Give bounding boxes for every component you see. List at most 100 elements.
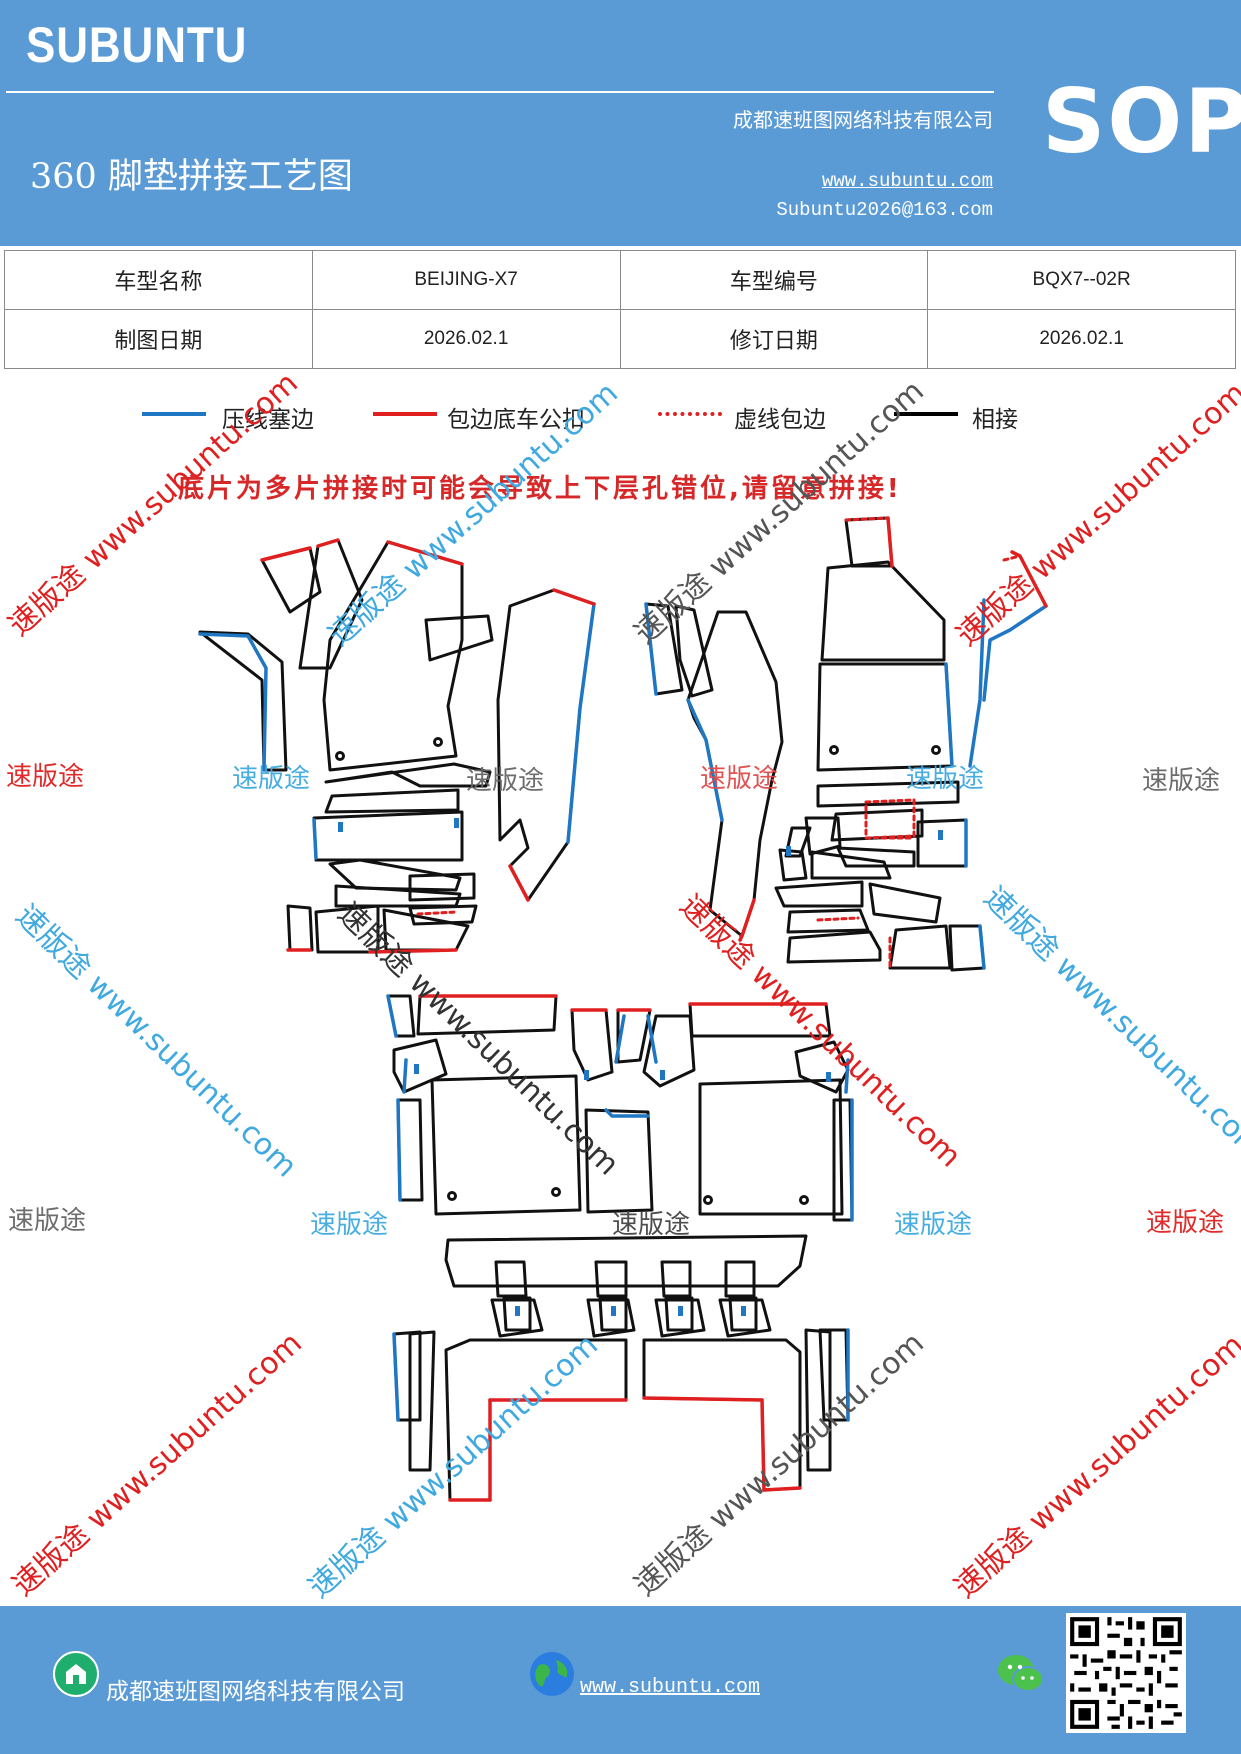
clip-slot [454,818,459,828]
edge-red-dotted [844,516,890,522]
edge-blue [392,1332,400,1422]
legend-label: 虚线包边 [734,407,826,433]
mat-piece [424,614,494,662]
edge-blue [198,632,268,772]
legend: 压线塞边 包边底车公扣 虚线包边 相接 [0,400,1241,440]
clip-slot [338,822,343,832]
mat-piece [664,1296,694,1332]
edge-blue [396,1098,402,1202]
mat-piece [324,762,492,788]
mat-piece [868,882,942,924]
mat-piece [654,1298,706,1338]
hole [931,745,941,755]
mat-piece [816,780,960,808]
mat-piece [490,1298,544,1338]
clip-slot [414,1064,419,1074]
table-row: 车型名称 BEIJING-X7 车型编号 BQX7--02R [4,250,1236,310]
watermark: 速版途 [1146,1208,1225,1238]
mat-piece [642,1014,696,1088]
mat-piece [322,540,464,772]
watermark: 速版途 [310,1210,389,1240]
edge-blue [968,598,986,768]
table-cell: BQX7--02R [927,250,1236,310]
mat-piece [392,1038,448,1094]
mat-piece [496,588,596,902]
legend-swatch-blue [142,412,206,416]
edge-red-dotted [1002,554,1022,562]
mat-piece [698,1078,844,1216]
website-link[interactable]: www.subuntu.com [821,170,993,192]
mat-piece [718,1298,772,1338]
clip-slot [786,846,791,856]
mat-piece [408,872,476,902]
edge-blue [604,1108,650,1118]
mat-piece [444,1234,808,1288]
edge-blue [978,924,986,970]
vehicle-info-table: 车型名称 BEIJING-X7 车型编号 BQX7--02R 制图日期 2026… [4,250,1236,369]
mat-piece [774,880,864,908]
mat-piece [674,604,714,698]
page-title: 360 脚垫拼接工艺图 [30,157,353,197]
clip-slot [611,1306,616,1316]
qr-code[interactable] [1066,1613,1186,1733]
mat-piece [494,1260,528,1298]
hole [829,745,839,755]
edge-red [386,540,464,566]
table-cell: 2026.02.1 [311,309,621,369]
mat-piece [916,818,968,868]
hole [551,1187,561,1197]
edge-red [762,1486,802,1492]
mat-piece [408,904,478,926]
legend-swatch-red [373,412,437,416]
clip-slot [678,1306,683,1316]
watermark: 速版途 [612,1210,691,1240]
company-name: 成都速班图网络科技有限公司 [733,108,993,132]
mat-piece [594,1260,628,1298]
mat-piece [328,858,462,892]
edge-red [260,546,312,562]
edge-red [642,1396,764,1402]
legend-swatch-black [894,412,958,416]
mat-piece [286,904,314,952]
edge-blue [844,1058,850,1094]
clip-slot [584,1070,589,1080]
table-cell: 制图日期 [4,309,313,369]
table-cell: 车型编号 [619,250,929,310]
mat-piece [836,846,916,868]
footer-company: 成都速班图网络科技有限公司 [106,1679,405,1705]
watermark: 速版途 [6,762,85,792]
splice-warning: 底片为多片拼接时可能会导致上下层孔错位,请留意拼接! [178,474,902,504]
table-cell: BEIJING-X7 [311,250,621,310]
clip-slot [660,1070,665,1080]
watermark: 速版途 [1142,766,1221,796]
watermark: 速版途 [466,766,545,796]
edge-blue [644,602,658,696]
legend-label: 包边底车公扣 [447,407,585,433]
header-bar [0,0,1241,246]
clip-slot [826,1072,831,1082]
mat-piece [888,924,952,970]
mat-piece [570,1008,614,1082]
table-cell: 修订日期 [619,309,929,369]
edge-red [508,864,530,902]
edge-blue [402,1058,408,1094]
mat-piece [786,930,882,964]
mat-piece [324,788,460,814]
footer-website-link[interactable]: www.subuntu.com [580,1676,761,1699]
header-divider [6,91,994,93]
mat-piece [724,1260,756,1298]
edge-red-dotted [416,910,458,916]
edge-red [316,538,340,548]
clip-slot [515,1306,520,1316]
table-row: 制图日期 2026.02.1 修订日期 2026.02.1 [4,309,1236,369]
legend-label: 压线塞边 [222,407,314,433]
sop-badge: SOP [1042,70,1241,173]
watermark: 速版途 [906,764,985,794]
mat-piece [430,1074,582,1216]
hole [433,737,443,747]
mat-piece [502,1296,532,1332]
edge-blue [614,1014,626,1064]
mat-piece [786,908,870,934]
edge-blue [566,602,596,844]
